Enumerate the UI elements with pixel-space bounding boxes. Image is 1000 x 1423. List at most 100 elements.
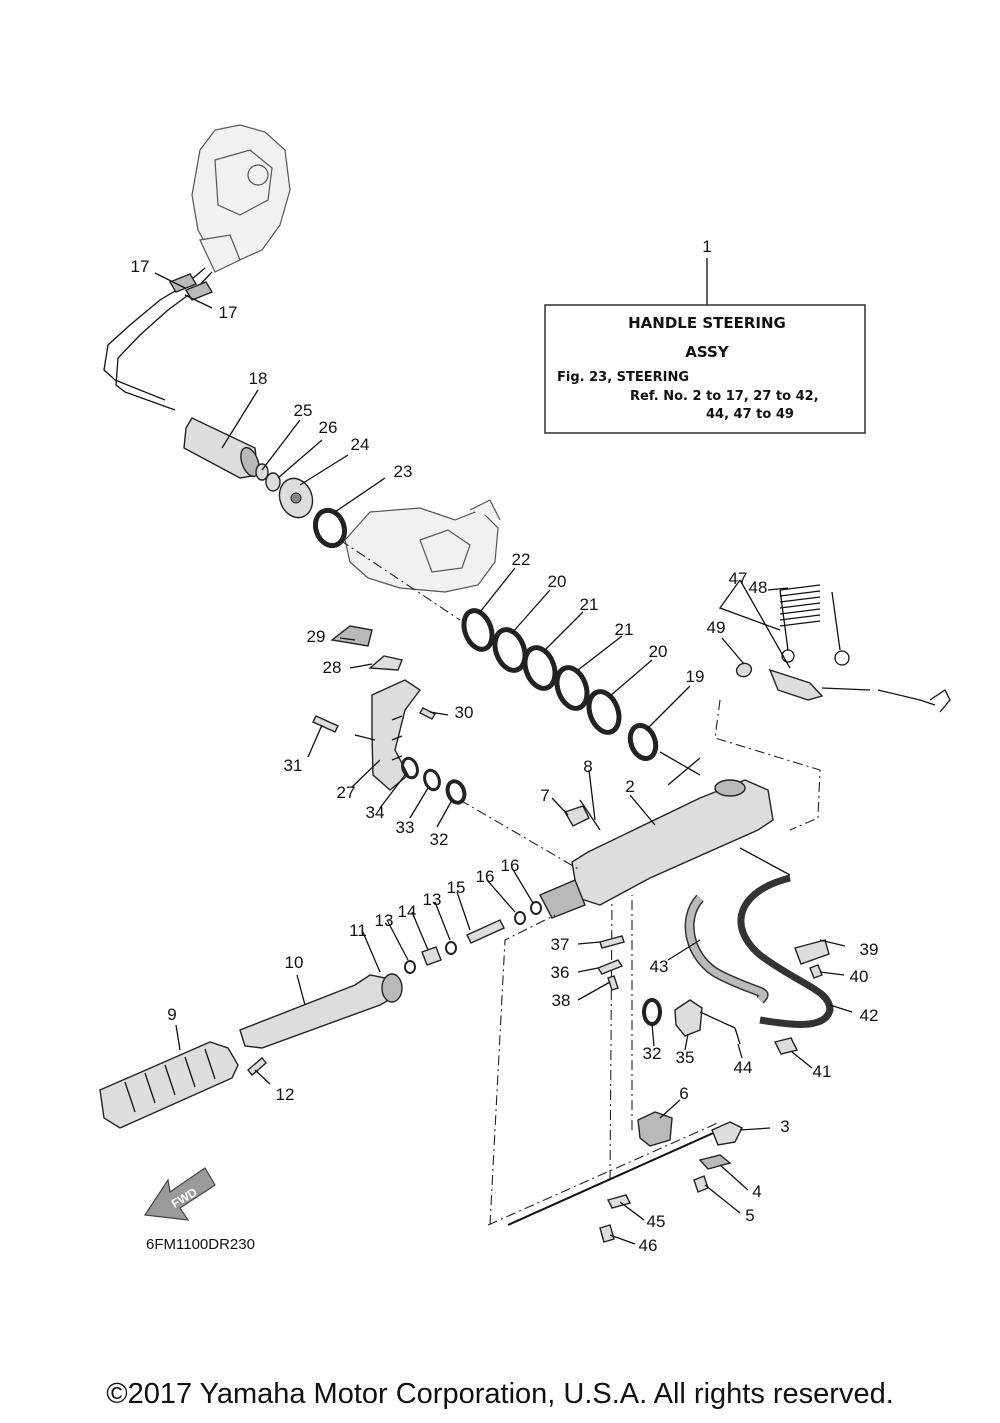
callout-35: 35	[676, 1048, 695, 1067]
switch-lead	[579, 799, 601, 831]
fwd-arrow-icon: FWD	[143, 1167, 216, 1221]
hoses-part	[684, 847, 834, 1028]
callout-44: 44	[734, 1058, 753, 1077]
callout-14: 14	[398, 902, 417, 921]
callout-29: 29	[307, 627, 326, 646]
callout-15: 15	[447, 878, 466, 897]
screw-40-part	[809, 964, 823, 979]
callout-5: 5	[745, 1206, 754, 1225]
callout-47: 47	[729, 569, 748, 588]
callout-46: 46	[639, 1236, 658, 1255]
callout-32b: 32	[643, 1044, 662, 1063]
callout-9: 9	[167, 1005, 176, 1024]
callout-36: 36	[551, 963, 570, 982]
callout-49: 49	[707, 618, 726, 637]
callout-20b: 20	[649, 642, 668, 661]
callout-25: 25	[294, 401, 313, 420]
ring-32b-part	[642, 998, 662, 1026]
callout-10: 10	[285, 953, 304, 972]
throttle-cables	[103, 267, 214, 411]
callout-20a: 20	[548, 572, 567, 591]
callout-40: 40	[850, 967, 869, 986]
rings-stack	[461, 608, 659, 761]
callout-4: 4	[752, 1182, 761, 1201]
callout-21a: 21	[580, 595, 599, 614]
callout-21b: 21	[615, 620, 634, 639]
callout-19: 19	[686, 667, 705, 686]
engine-ghost-outline	[191, 124, 291, 273]
callout-3: 3	[780, 1117, 789, 1136]
screw-part	[247, 1056, 267, 1077]
assy-refs-line2: 44, 47 to 49	[706, 407, 794, 422]
callout-12: 12	[276, 1085, 295, 1104]
callout-13b: 13	[375, 911, 394, 930]
callout-22: 22	[512, 550, 531, 569]
assy-refs-line1: Ref. No. 2 to 17, 27 to 42,	[630, 389, 819, 404]
friction-plate-part	[278, 477, 314, 519]
copyright-notice: ©2017 Yamaha Motor Corporation, U.S.A. A…	[106, 1378, 894, 1410]
assy-subtitle: ASSY	[685, 343, 730, 361]
callout-26: 26	[319, 418, 338, 437]
callout-38: 38	[552, 991, 571, 1010]
callout-1: 1	[702, 237, 711, 256]
callout-48: 48	[749, 578, 768, 597]
stop-switch-part	[735, 662, 951, 713]
switch-part	[563, 805, 590, 827]
callout-18: 18	[249, 369, 268, 388]
screw-30-part	[419, 707, 436, 720]
grip-housing-part	[183, 417, 260, 479]
bracket-39-part	[794, 939, 830, 965]
clip-45-part	[606, 1194, 632, 1209]
bolt-5-part	[693, 1175, 709, 1193]
callout-17a: 17	[131, 257, 150, 276]
shift-lever-part	[371, 679, 422, 791]
assy-title: HANDLE STEERING	[628, 314, 786, 332]
lever-washers-part	[401, 756, 467, 805]
cam-35-part	[674, 999, 736, 1037]
clip-36-part	[596, 959, 624, 975]
clamp-41-part	[773, 1037, 799, 1055]
assy-fig: Fig. 23, STEERING	[557, 370, 689, 385]
callout-17b: 17	[219, 303, 238, 322]
diagram-code: 6FM1100DR230	[146, 1236, 255, 1253]
callout-23: 23	[394, 462, 413, 481]
callout-7: 7	[540, 786, 549, 805]
callout-13a: 13	[423, 890, 442, 909]
callout-28: 28	[323, 658, 342, 677]
callout-16b: 16	[476, 867, 495, 886]
throttle-grip-part	[99, 1041, 239, 1129]
clip-37-part	[599, 935, 625, 949]
shift-rod-part	[507, 1121, 743, 1226]
bolt-31-part	[312, 715, 339, 733]
callout-37: 37	[551, 935, 570, 954]
callout-41: 41	[813, 1062, 832, 1081]
spring-washers-part	[404, 901, 542, 974]
callout-33: 33	[396, 818, 415, 837]
plate-4-part	[698, 1154, 732, 1170]
pin-44-part	[734, 1027, 741, 1045]
switch-block-6-part	[637, 1111, 673, 1147]
callout-34: 34	[366, 803, 385, 822]
callout-45: 45	[647, 1212, 666, 1231]
small-washers-part	[255, 463, 281, 492]
lanyard-coil-part	[779, 584, 850, 666]
callout-32a: 32	[430, 830, 449, 849]
callout-39: 39	[860, 940, 879, 959]
bolt-46-part	[599, 1224, 615, 1243]
callout-24: 24	[351, 435, 370, 454]
callout-numbers: 17 17 18 25 26 24 23 22 20 21 21 20 19 4…	[131, 257, 879, 1255]
callout-2: 2	[625, 777, 634, 796]
leader-lines	[154, 272, 853, 1245]
steering-bracket-ghost	[344, 499, 501, 593]
callout-42: 42	[860, 1006, 879, 1025]
callout-43: 43	[650, 957, 669, 976]
callout-6: 6	[679, 1084, 688, 1103]
callout-16a: 16	[501, 856, 520, 875]
callout-30: 30	[455, 703, 474, 722]
callout-27: 27	[337, 783, 356, 802]
callout-31: 31	[284, 756, 303, 775]
assy-info-box: 1 HANDLE STEERING ASSY Fig. 23, STEERING…	[544, 237, 866, 434]
steering-handle-body-part	[539, 751, 774, 919]
oil-seal-part	[312, 507, 348, 549]
